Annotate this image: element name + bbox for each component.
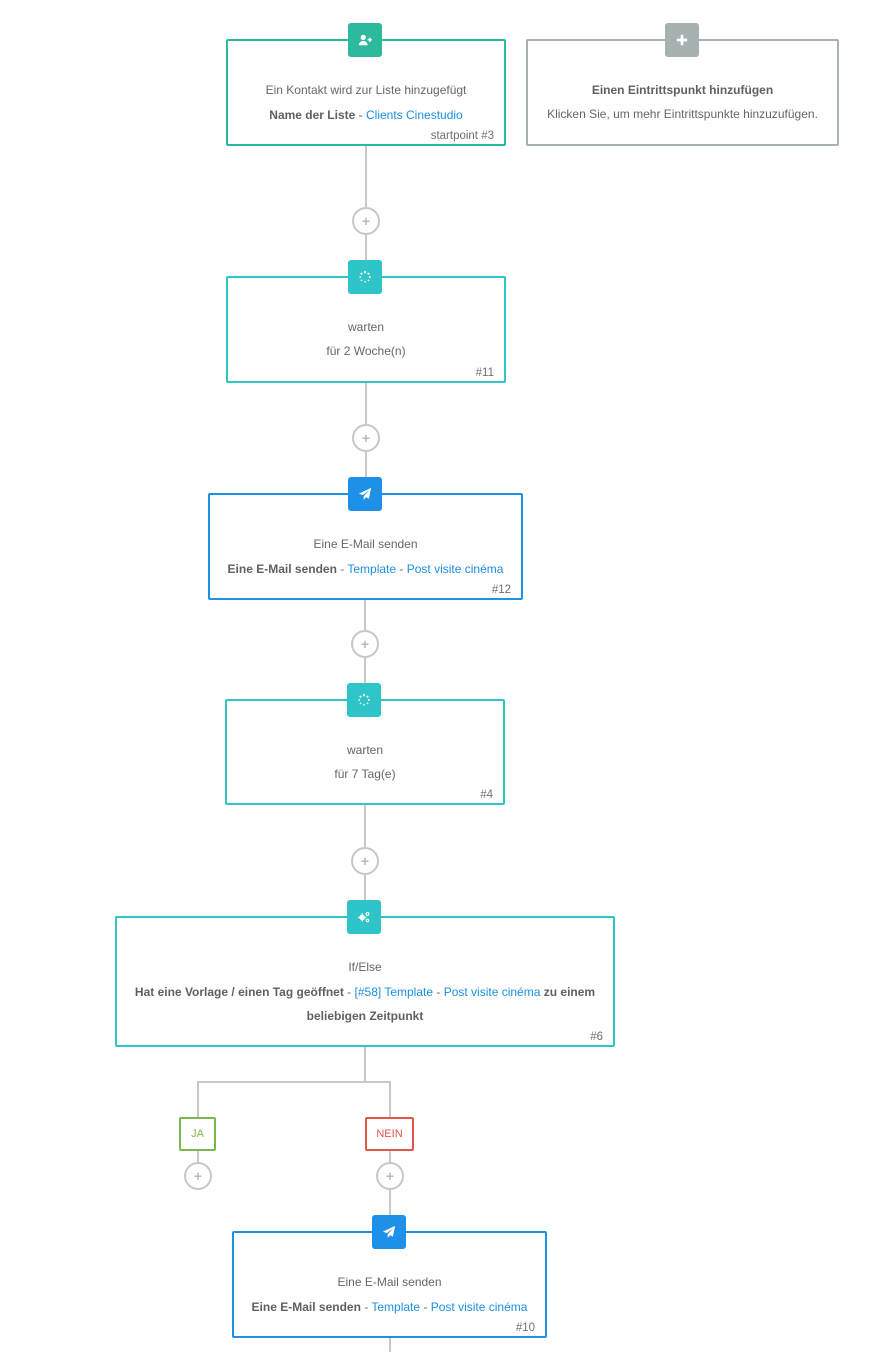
- separator: -: [396, 562, 407, 576]
- add-step-button[interactable]: +: [351, 847, 379, 875]
- if-else-card[interactable]: If/Else Hat eine Vorlage / einen Tag geö…: [115, 916, 615, 1047]
- gears-icon: [347, 900, 381, 934]
- template-name-link[interactable]: Post visite cinéma: [443, 985, 541, 999]
- connector-line: [197, 1151, 199, 1162]
- add-step-button[interactable]: +: [352, 207, 380, 235]
- add-step-button-no[interactable]: +: [376, 1162, 404, 1190]
- node-id-tag: startpoint #3: [430, 130, 494, 142]
- node-id-tag: #6: [590, 1031, 603, 1043]
- entry-title: Einen Eintrittspunkt hinzufügen: [591, 83, 774, 97]
- email-action-label: Eine E-Mail senden: [251, 1300, 361, 1314]
- connector-line: [365, 452, 367, 478]
- plus-icon[interactable]: [665, 23, 699, 57]
- node-id-tag: #4: [480, 789, 493, 801]
- add-step-button[interactable]: +: [352, 424, 380, 452]
- template-link[interactable]: Template: [347, 562, 397, 576]
- connector-line: [389, 1081, 391, 1117]
- connector-line: [389, 1151, 391, 1162]
- connector-line: [364, 804, 366, 847]
- template-name-link[interactable]: Post visite cinéma: [406, 562, 504, 576]
- node-detail: für 7 Tag(e): [334, 767, 396, 781]
- node-detail: Eine E-Mail senden - Template - Post vis…: [222, 557, 509, 581]
- connector-line: [365, 235, 367, 261]
- node-title: Eine E-Mail senden: [337, 1275, 442, 1289]
- node-title: warten: [347, 320, 385, 334]
- node-id-tag: #12: [491, 584, 511, 596]
- separator: -: [433, 985, 444, 999]
- separator: -: [343, 985, 355, 999]
- separator: -: [420, 1300, 431, 1314]
- paper-plane-icon: [372, 1215, 406, 1249]
- node-detail: für 2 Woche(n): [326, 344, 406, 358]
- template-link[interactable]: [#58] Template: [354, 985, 434, 999]
- template-link[interactable]: Template: [371, 1300, 421, 1314]
- connector-line: [364, 599, 366, 630]
- connector-line: [389, 1190, 391, 1216]
- separator: -: [360, 1300, 372, 1314]
- connector-line: [389, 1337, 391, 1352]
- list-name-link[interactable]: Clients Cinestudio: [366, 108, 463, 122]
- node-title: Ein Kontakt wird zur Liste hinzugefügt: [265, 83, 467, 97]
- connector-line: [197, 1081, 391, 1083]
- connector-line: [197, 1081, 199, 1117]
- node-title: Eine E-Mail senden: [313, 537, 418, 551]
- node-detail: Eine E-Mail senden - Template - Post vis…: [246, 1295, 533, 1319]
- node-title: If/Else: [348, 960, 382, 974]
- separator: -: [355, 108, 366, 122]
- template-name-link[interactable]: Post visite cinéma: [430, 1300, 528, 1314]
- connector-line: [364, 875, 366, 901]
- spinner-icon: [347, 683, 381, 717]
- condition-label-end: zu einem beliebigen Zeitpunkt: [306, 985, 596, 1023]
- add-step-button-yes[interactable]: +: [184, 1162, 212, 1190]
- condition-label: Hat eine Vorlage / einen Tag geöffnet: [134, 985, 344, 999]
- node-detail: Name der Liste - Clients Cinestudio: [240, 103, 492, 127]
- connector-line: [365, 145, 367, 207]
- node-title: warten: [346, 743, 384, 757]
- condition-detail: Hat eine Vorlage / einen Tag geöffnet - …: [129, 980, 601, 1028]
- add-step-button[interactable]: +: [351, 630, 379, 658]
- user-plus-icon: [348, 23, 382, 57]
- connector-line: [365, 382, 367, 424]
- paper-plane-icon: [348, 477, 382, 511]
- node-id-tag: #11: [475, 367, 494, 379]
- entry-subtitle: Klicken Sie, um mehr Eintrittspunkte hin…: [547, 107, 818, 121]
- connector-line: [364, 658, 366, 684]
- email-action-label: Eine E-Mail senden: [227, 562, 337, 576]
- branch-yes-label: JA: [179, 1117, 216, 1151]
- branch-no-label: NEIN: [365, 1117, 414, 1151]
- list-name-label: Name der Liste: [269, 108, 356, 122]
- connector-line: [364, 1045, 366, 1082]
- node-id-tag: #10: [515, 1322, 535, 1334]
- spinner-icon: [348, 260, 382, 294]
- separator: -: [336, 562, 348, 576]
